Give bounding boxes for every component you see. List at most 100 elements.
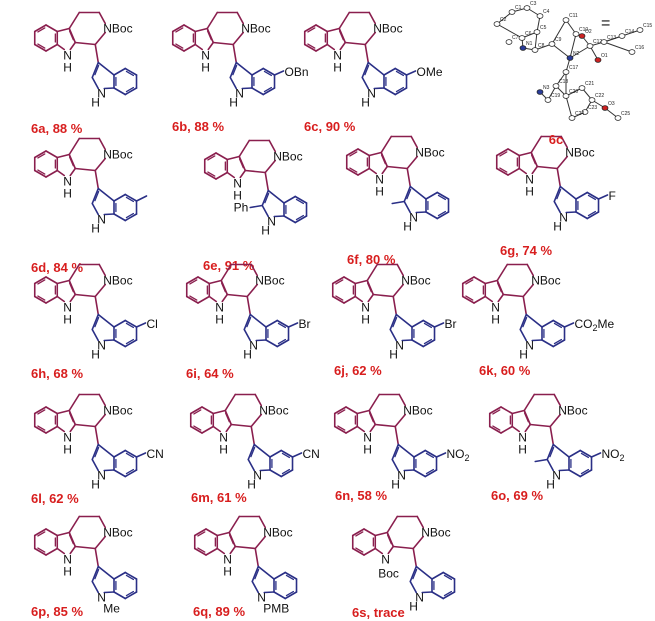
double-bond	[277, 322, 287, 329]
nboc-label: NBoc	[103, 404, 132, 418]
core-benzene-bond	[33, 24, 47, 33]
indole-benzene-bond	[280, 469, 294, 478]
core-indole-nitrogen: N	[361, 301, 370, 315]
core-indole-nitrogen: N	[333, 49, 342, 63]
core-ring-bond	[398, 393, 407, 407]
core-pyrrole-bond	[56, 43, 66, 51]
xray-carbon-atom	[572, 31, 580, 37]
link-bond	[250, 425, 256, 446]
xray-nitrogen-atom	[536, 89, 544, 95]
core-benzene-bond	[183, 24, 197, 33]
indole-benzene-bond	[394, 87, 408, 96]
core-benzene-bond	[345, 167, 359, 176]
xray-oxygen-atom	[594, 57, 602, 63]
double-bond	[37, 279, 46, 285]
indole-bond	[361, 76, 370, 90]
core-ring-bond	[368, 11, 377, 25]
xray-atom-label: C21	[585, 81, 594, 87]
double-bond	[335, 295, 344, 301]
core-pyrrole-bond	[56, 295, 66, 303]
nboc-label: NBoc	[103, 526, 132, 540]
core-ring-bond	[74, 41, 97, 46]
core-ring-bond	[374, 423, 397, 428]
link-bond	[394, 425, 400, 446]
indole-bond	[253, 443, 271, 458]
indole-benzene-bond	[124, 469, 138, 478]
xray-atom-label: C2	[500, 17, 507, 23]
core-pyrrole-bond	[216, 547, 226, 555]
indole-bond	[553, 185, 562, 203]
double-bond	[246, 316, 252, 328]
double-bond	[232, 64, 238, 76]
core-benzene-bond	[345, 406, 359, 415]
double-bond	[392, 316, 398, 328]
link-bond	[94, 425, 100, 446]
indole-benzene-bond	[568, 469, 582, 478]
indole-nitrogen: N	[397, 469, 406, 483]
core-ring-bond	[366, 263, 379, 282]
indole-bond	[229, 76, 238, 90]
xray-atom-label: N2	[573, 51, 580, 57]
core-nh-hydrogen: H	[361, 313, 370, 327]
double-bond	[37, 27, 46, 33]
double-bond	[406, 188, 412, 200]
core-nh-hydrogen: H	[215, 313, 224, 327]
core-pyrrole-bond	[368, 167, 378, 175]
core-benzene-bond	[45, 276, 59, 285]
core-nh-hydrogen: H	[518, 443, 527, 457]
xray-carbon-atom	[552, 83, 560, 89]
double-bond	[224, 412, 230, 423]
indole-bond	[91, 313, 100, 331]
substituent-bond	[135, 452, 147, 458]
indole-bond	[263, 591, 275, 594]
double-bond	[337, 425, 346, 431]
link-bond	[364, 43, 370, 64]
core-benzene-bond	[45, 528, 59, 537]
compound-label-6d: 6d, 84 %	[31, 260, 83, 275]
core-pyrrole-bond	[225, 423, 233, 433]
nboc-label: NBoc	[401, 274, 430, 288]
double-bond	[94, 316, 100, 328]
indole-benzene-bond	[431, 591, 445, 600]
xray-atom-label: O1	[601, 53, 608, 59]
indole-bond	[525, 313, 543, 328]
indole-bond	[103, 213, 115, 216]
xray-atom-label: C1	[515, 5, 522, 11]
ring-substituent: Br	[445, 317, 457, 331]
core-indole-nitrogen: N	[381, 553, 390, 567]
core-nh-hydrogen: H	[375, 185, 384, 199]
indole-benzene-bond	[413, 449, 427, 458]
double-bond	[238, 158, 244, 169]
double-bond	[380, 154, 386, 165]
core-indole-nitrogen: N	[63, 431, 72, 445]
indole-benzene-bond	[579, 449, 593, 458]
indole-nitrogen: N	[257, 591, 266, 605]
core-benzene-bond	[215, 171, 229, 180]
double-bond	[94, 64, 100, 76]
double-bond	[206, 30, 212, 41]
core-nh-hydrogen: H	[63, 443, 72, 457]
xray-atom-label: C4	[543, 9, 550, 15]
indole-benzene-bond	[552, 339, 566, 348]
compound-label-6s: 6s, trace	[352, 605, 405, 620]
indole-nh-hydrogen: H	[261, 224, 270, 238]
indole-benzene-bond	[113, 339, 127, 348]
double-bond	[338, 30, 344, 41]
double-bond	[37, 153, 46, 159]
xray-carbon-atom	[505, 39, 513, 45]
core-indole-nitrogen: N	[63, 49, 72, 63]
indole-bond	[531, 339, 543, 342]
double-bond	[335, 279, 344, 285]
indole-benzene-bond	[269, 449, 283, 458]
double-bond	[285, 574, 295, 581]
core-ring-bond	[98, 515, 107, 529]
core-benzene-bond	[203, 152, 217, 161]
nboc-label: NBoc	[255, 274, 284, 288]
nboc-label: NBoc	[403, 404, 432, 418]
core-nh-hydrogen: H	[233, 189, 242, 203]
indole-bond	[91, 76, 100, 90]
c2-substituent-bond	[249, 204, 264, 209]
core-nh-hydrogen: H	[223, 565, 232, 579]
